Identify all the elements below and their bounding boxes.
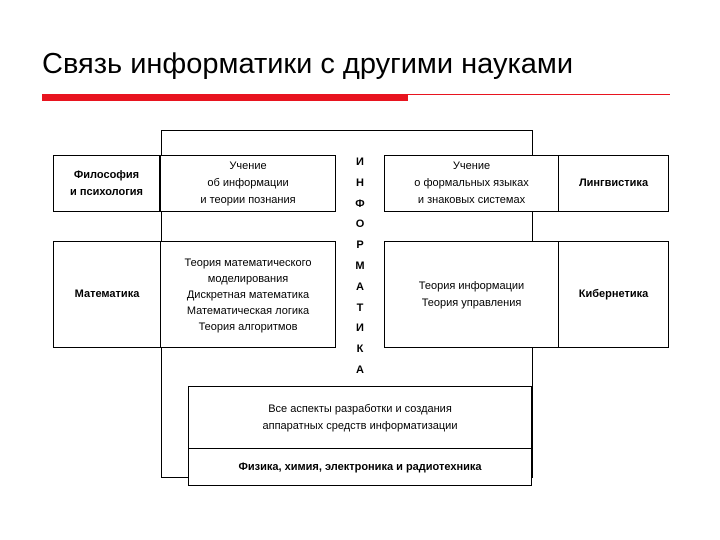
cybernetics-label: Кибернетика [578, 288, 649, 300]
mathematics-link-line: Теория алгоритмов [198, 320, 298, 333]
mathematics-link-line: Дискретная математика [186, 288, 310, 301]
mathematics-label: Математика [74, 288, 140, 300]
hardware-link-line: Все аспекты разработки и создания [268, 402, 452, 415]
informatics-vertical-word: И Н Ф О Р М А Т И К А [349, 152, 371, 381]
philosophy-link-box: Учение об информации и теории познания [160, 155, 336, 212]
linguistics-box: Лингвистика [558, 155, 669, 212]
hardware-box: Физика, химия, электроника и радиотехник… [188, 448, 532, 486]
mathematics-link-box: Теория математического моделирования Дис… [160, 241, 336, 348]
linguistics-link-line: и знаковых системах [417, 194, 526, 206]
linguistics-link-box: Учение о формальных языках и знаковых си… [384, 155, 559, 212]
mathematics-box: Математика [53, 241, 161, 348]
linguistics-link-line: Учение [452, 160, 491, 172]
slide-title: Связь информатики с другими науками [42, 48, 574, 80]
vertical-letter: Н [356, 176, 364, 189]
philosophy-link-line: и теории познания [200, 194, 296, 206]
vertical-letter: К [356, 343, 364, 356]
hardware-link-line: аппаратных средств информатизации [262, 419, 458, 432]
philosophy-label-line: Философия [73, 168, 140, 181]
vertical-letter: И [356, 156, 364, 168]
cybernetics-link-line: Теория управления [421, 296, 522, 309]
vertical-letter: А [356, 280, 364, 293]
cybernetics-box: Кибернетика [558, 241, 669, 348]
vertical-letter: И [356, 322, 364, 335]
philosophy-label-line: и психология [70, 185, 143, 198]
philosophy-link-line: об информации [207, 177, 289, 189]
cybernetics-link-line: Теория информации [418, 279, 525, 292]
philosophy-box: Философия и психология [53, 155, 160, 212]
vertical-letter: А [356, 363, 364, 376]
vertical-letter: Т [356, 301, 364, 314]
cybernetics-link-box: Теория информации Теория управления [384, 241, 559, 348]
vertical-letter: О [355, 218, 365, 231]
mathematics-link-line: Математическая логика [186, 304, 310, 317]
linguistics-link-line: о формальных языках [414, 177, 529, 189]
mathematics-link-line: моделирования [207, 272, 289, 285]
hardware-label: Физика, химия, электроника и радиотехник… [238, 460, 482, 473]
hardware-link-box: Все аспекты разработки и создания аппара… [188, 386, 532, 449]
vertical-letter: М [355, 259, 365, 272]
mathematics-link-line: Теория математического [184, 256, 312, 269]
philosophy-link-line: Учение [229, 160, 267, 172]
linguistics-label: Лингвистика [578, 177, 649, 189]
vertical-letter: Р [356, 239, 364, 252]
vertical-letter: Ф [355, 197, 365, 210]
title-underline-accent [42, 94, 408, 101]
title-underline-rule [408, 94, 670, 95]
